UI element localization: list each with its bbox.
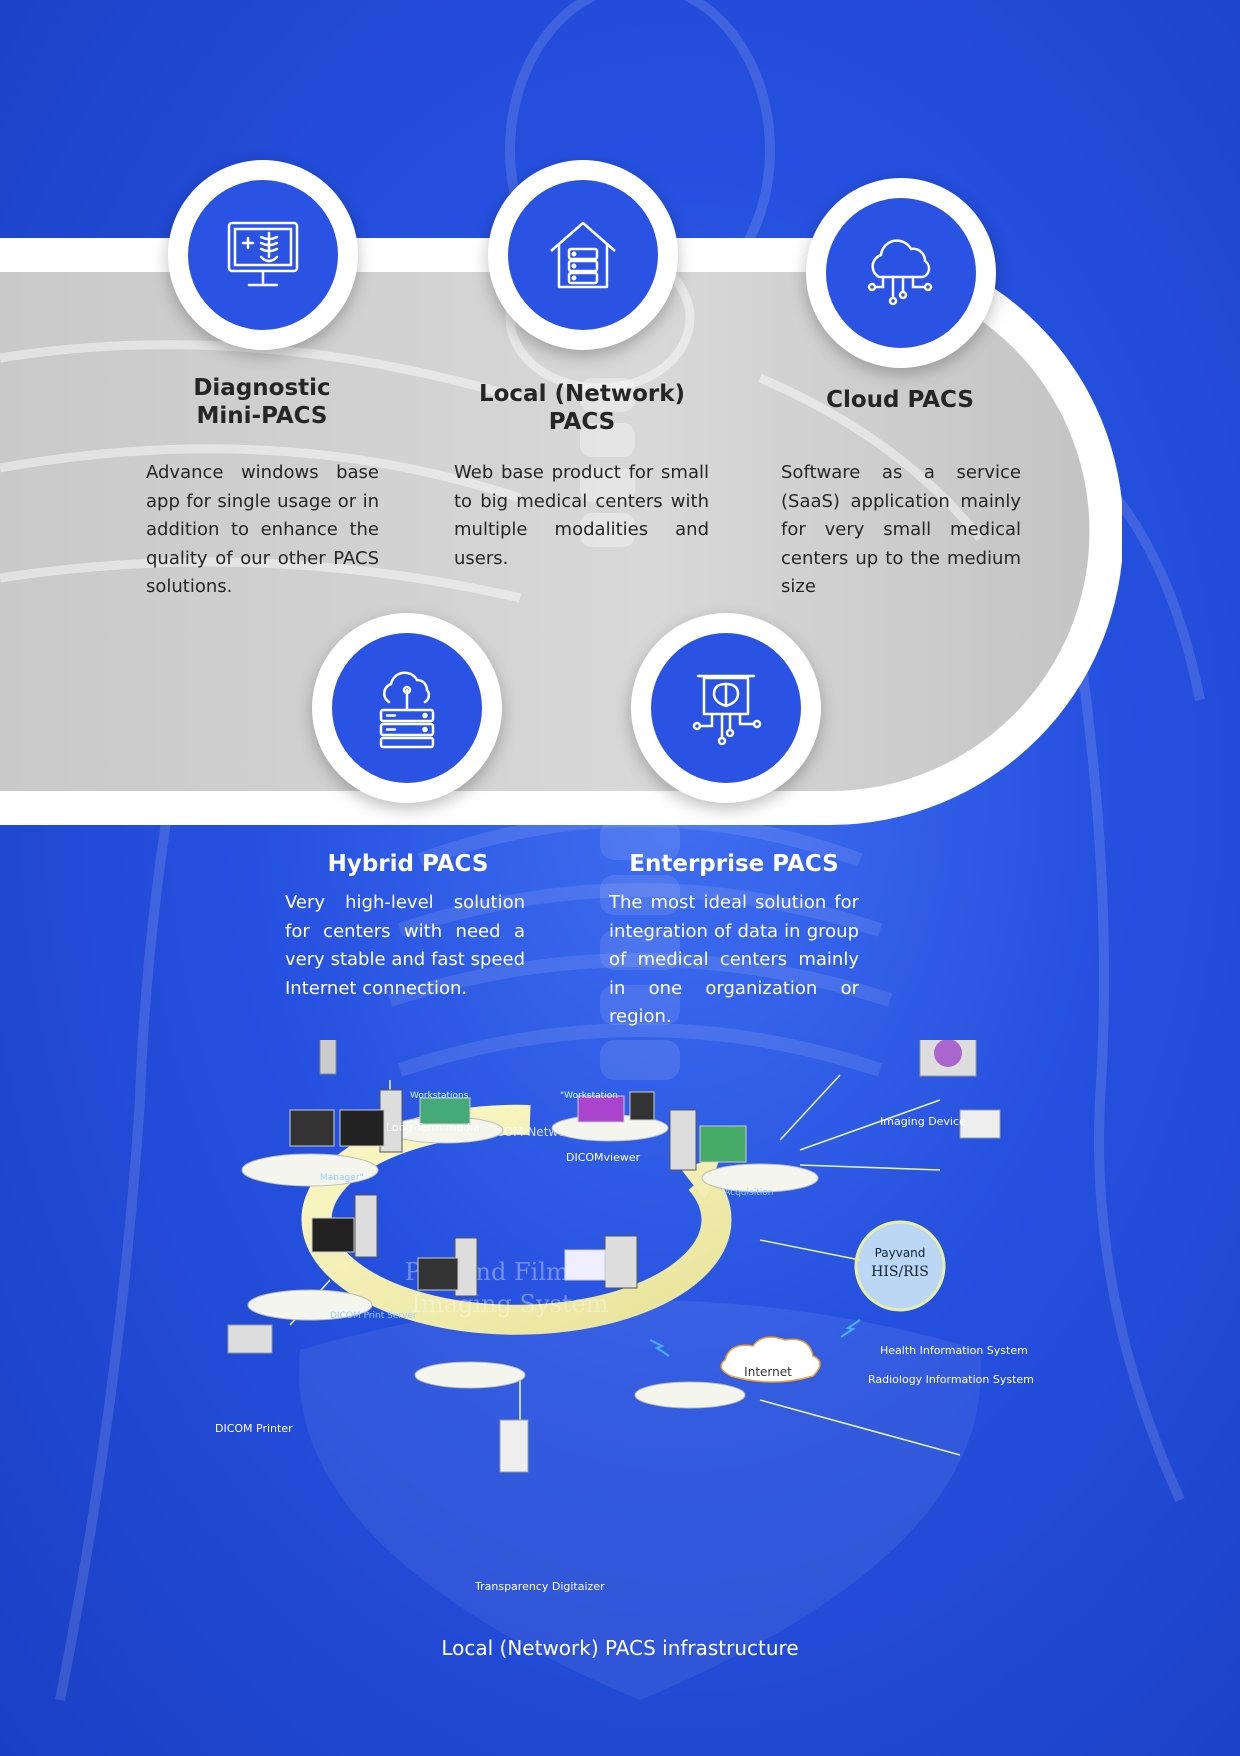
internet-label: Internet xyxy=(744,1365,792,1379)
cloud-circuit-icon xyxy=(867,239,933,306)
local-network-pacs-icon-circle xyxy=(488,160,678,350)
pacs-network-diagram: Payvand Filmless Imaging System DICOM Ne… xyxy=(227,1040,1001,1473)
wireless-link-icon xyxy=(840,1319,861,1338)
device-bases xyxy=(241,1114,819,1409)
xray-monitor-icon xyxy=(227,221,299,287)
enterprise-pacs-icon-circle xyxy=(631,613,821,803)
workstation-label: "Workstation xyxy=(560,1091,618,1101)
his-connection-line xyxy=(759,1239,861,1261)
dicom-viewer-label: DICOMviewer xyxy=(566,1151,641,1164)
his-ris-label-line-1: Payvand xyxy=(875,1246,926,1260)
his-ris-label-line-2: HIS/RIS xyxy=(871,1264,929,1280)
title-line: Diagnostic xyxy=(193,375,331,401)
diagnostic-mini-pacs-title: Diagnostic Mini-PACS xyxy=(160,374,364,430)
cloud-pacs-title: Cloud PACS xyxy=(790,386,1010,414)
title-line: Local (Network) xyxy=(478,381,686,407)
dicom-network-ring xyxy=(301,1104,732,1335)
diagnostic-mini-pacs-description: Advance windows base app for single usag… xyxy=(146,462,379,597)
hybrid-pacs-title: Hybrid PACS xyxy=(298,850,518,878)
computer-icons xyxy=(289,1089,747,1297)
transparency-digitizer-icon xyxy=(499,1419,529,1473)
internet-cloud-icon xyxy=(720,1336,821,1383)
brain-board-icon xyxy=(692,674,762,746)
hybrid-pacs-icon-circle xyxy=(312,613,502,803)
manager-label: Manager" xyxy=(320,1173,364,1183)
enterprise-pacs-description: The most ideal solution for integration … xyxy=(609,892,859,1027)
title-line: PACS xyxy=(548,409,616,435)
title-line: Mini-PACS xyxy=(196,403,328,429)
imaging-device-label: Imaging Device xyxy=(880,1115,966,1128)
title-line: Enterprise PACS xyxy=(629,851,839,877)
long-term-media-label: Long-Term media xyxy=(386,1121,480,1134)
imaging-device-icons xyxy=(919,1040,1001,1139)
dicom-printer-icon xyxy=(227,1324,273,1354)
wireless-link-icon xyxy=(649,1339,670,1357)
dicom-printer-label: DICOM Printer xyxy=(215,1422,293,1435)
storage-device-icon xyxy=(319,1040,337,1075)
diagnostic-mini-pacs-icon-circle xyxy=(168,160,358,350)
health-information-system-label: Health Information System xyxy=(880,1344,1028,1357)
enterprise-pacs-title: Enterprise PACS xyxy=(604,850,864,878)
diagram-caption: Local (Network) PACS infrastructure xyxy=(441,1636,799,1660)
ring-title-line-2: Imaging System xyxy=(412,1290,609,1318)
cloud-pacs-description: Software as a service (SaaS) application… xyxy=(781,462,1021,597)
local-network-pacs-title: Local (Network) PACS xyxy=(460,380,704,436)
radiology-information-system-label: Radiology Information System xyxy=(868,1373,1034,1386)
transparency-digitizer-label: Transparency Digitaizer xyxy=(475,1580,605,1593)
hybrid-pacs-description: Very high-level solution for centers wit… xyxy=(285,892,525,999)
title-line: Hybrid PACS xyxy=(327,851,489,877)
house-server-icon xyxy=(550,221,616,289)
print-server-label: DICOM Print Server xyxy=(330,1311,417,1321)
his-ris-circle xyxy=(854,1220,946,1312)
connection-lines xyxy=(289,1074,961,1456)
title-line: Cloud PACS xyxy=(826,387,974,413)
acquisition-label: "Acquisition xyxy=(720,1188,773,1198)
workstations-label: Workstations xyxy=(410,1091,469,1101)
cloud-server-icon xyxy=(379,671,435,749)
local-network-pacs-description: Web base product for small to big medica… xyxy=(454,462,709,569)
cloud-pacs-icon-circle xyxy=(806,178,996,368)
